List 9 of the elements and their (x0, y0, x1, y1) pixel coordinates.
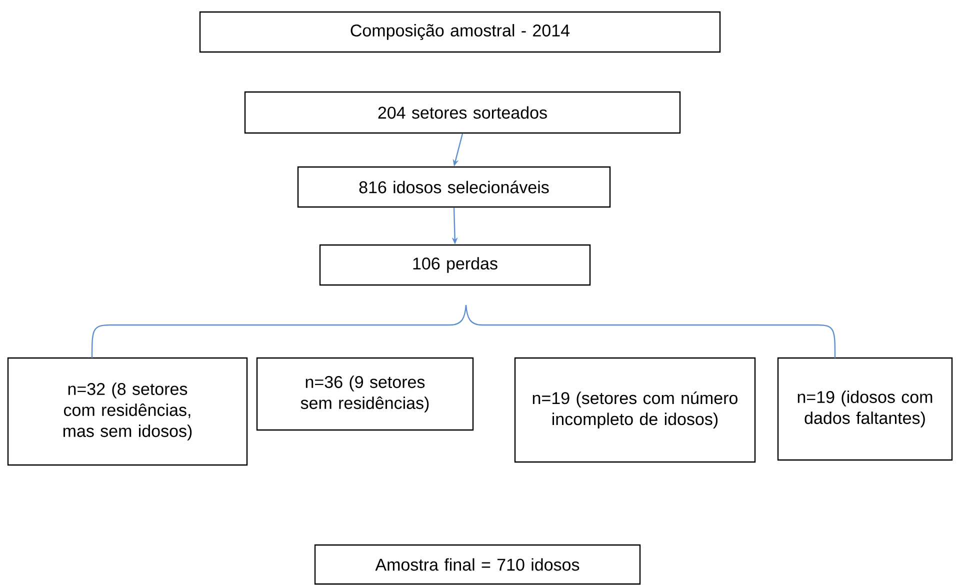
process-box: Composição amostral - 2014 (199, 11, 721, 53)
process-box: n=36 (9 setores sem residências) (256, 357, 474, 431)
process-box: n=19 (idosos com dados faltantes) (777, 357, 953, 461)
process-box: 816 idosos selecionáveis (297, 166, 611, 208)
process-box: n=32 (8 setores com residências, mas sem idosos) (7, 357, 248, 466)
process-box: 204 setores sorteados (244, 91, 681, 134)
process-box: n=19 (setores com número incompleto de idosos) (514, 357, 756, 463)
process-box: Amostra final = 710 idosos (314, 544, 641, 585)
process-box: 106 perdas (319, 244, 591, 286)
